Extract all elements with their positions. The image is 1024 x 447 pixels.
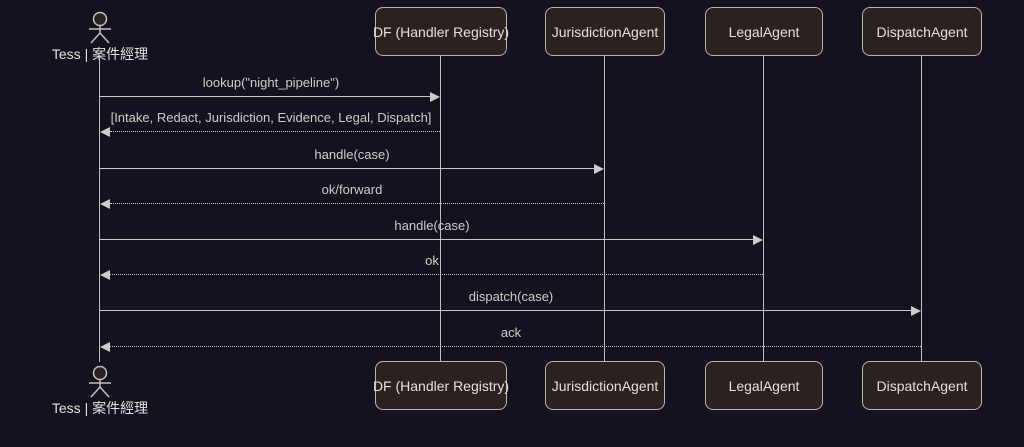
- message-label: ok/forward: [321, 182, 383, 197]
- participant-box-jurisdictionagent-bottom: JurisdictionAgent: [545, 361, 665, 410]
- message-line: [110, 203, 604, 204]
- message-label: lookup("night_pipeline"): [202, 75, 340, 90]
- lifeline-dispatchagent: [921, 56, 922, 361]
- message-line: [100, 96, 431, 97]
- actor-icon: [89, 365, 111, 398]
- participant-label: DF (Handler Registry): [372, 23, 510, 40]
- participant-box-legalagent-bottom: LegalAgent: [705, 361, 823, 410]
- arrowhead-right-icon: [594, 164, 604, 174]
- message-line: [110, 346, 921, 347]
- participant-label: JurisdictionAgent: [551, 377, 659, 394]
- message-label: handle(case): [394, 218, 470, 233]
- participant-label: DispatchAgent: [876, 23, 968, 40]
- arrowhead-right-icon: [753, 235, 763, 245]
- participant-box-dispatchagent-top: DispatchAgent: [862, 7, 982, 56]
- participant-box-dispatchagent-bottom: DispatchAgent: [862, 361, 982, 410]
- lifeline-jurisdictionagent: [604, 56, 605, 361]
- arrowhead-left-icon: [100, 342, 110, 352]
- message-line: [110, 274, 763, 275]
- message-line: [100, 239, 754, 240]
- participant-box-legalagent-top: LegalAgent: [705, 7, 823, 56]
- lifeline-tess: [99, 58, 100, 362]
- message-label: ack: [500, 325, 522, 340]
- lifeline-df-handler-registry: [440, 56, 441, 361]
- participant-box-df-handler-registry-top: DF (Handler Registry): [372, 7, 510, 56]
- arrowhead-left-icon: [100, 199, 110, 209]
- arrowhead-right-icon: [911, 306, 921, 316]
- message-line: [100, 310, 912, 311]
- participant-label: DispatchAgent: [876, 377, 968, 394]
- arrowhead-left-icon: [100, 270, 110, 280]
- message-line: [110, 131, 440, 132]
- message-label: dispatch(case): [468, 289, 554, 304]
- participant-label: DF (Handler Registry): [372, 377, 510, 394]
- message-label: handle(case): [314, 147, 390, 162]
- arrowhead-right-icon: [430, 92, 440, 102]
- arrowhead-left-icon: [100, 127, 110, 137]
- participant-label: LegalAgent: [728, 377, 800, 394]
- message-label: ok: [425, 253, 439, 268]
- message-line: [100, 168, 595, 169]
- actor-label-bottom: Tess | 案件經理: [51, 400, 149, 416]
- actor-icon: [89, 11, 111, 44]
- participant-box-df-handler-registry-bottom: DF (Handler Registry): [372, 361, 510, 410]
- actor-label-top: Tess | 案件經理: [51, 46, 149, 62]
- participant-label: LegalAgent: [728, 23, 800, 40]
- participant-box-jurisdictionagent-top: JurisdictionAgent: [545, 7, 665, 56]
- participant-label: JurisdictionAgent: [551, 23, 659, 40]
- message-label: [Intake, Redact, Jurisdiction, Evidence,…: [110, 110, 432, 125]
- lifeline-legalagent: [763, 56, 764, 361]
